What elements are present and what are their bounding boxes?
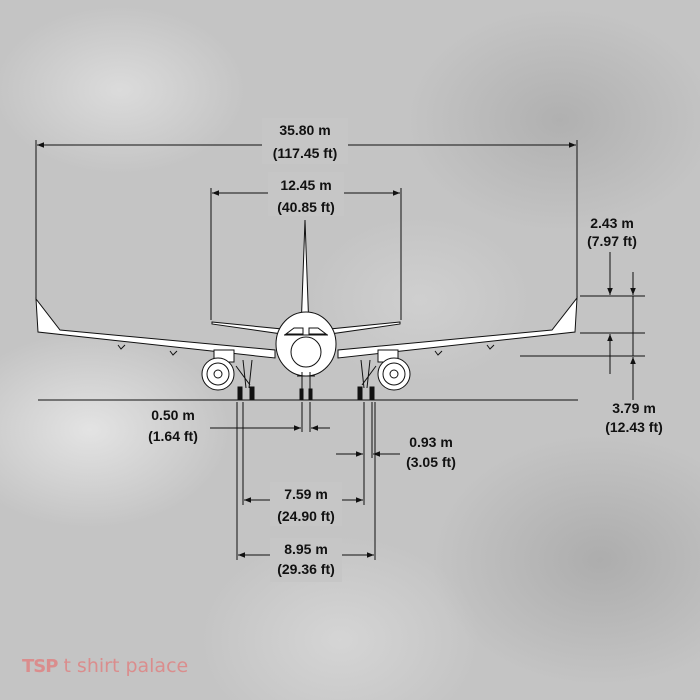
main-gear-wheel-track-imperial-label: (3.05 ft) [406,454,456,470]
main-gear-track-inner-imperial-label: (24.90 ft) [277,508,335,524]
watermark-logo: TSP [22,655,58,677]
wingspan-metric-label: 35.80 m [279,122,330,138]
wing-tip-height-metric-label: 3.79 m [612,400,656,416]
main-gear-track-outer-metric-label: 8.95 m [284,541,328,557]
wing-tip-height-imperial-label: (12.43 ft) [605,419,663,435]
aircraft-drawing [35,219,578,401]
winglet-height-imperial-label: (7.97 ft) [587,233,637,249]
winglet-height-metric-label: 2.43 m [590,215,634,231]
watermark-text: t shirt palace [63,655,189,677]
main-gear-track-outer-imperial-label: (29.36 ft) [277,561,335,577]
watermark: TSP t shirt palace [22,653,188,679]
nose-gear-track-metric-label: 0.50 m [151,407,195,423]
main-gear-wheel-track-metric-label: 0.93 m [409,434,453,450]
wingspan-imperial-label: (117.45 ft) [273,145,338,161]
tailplane-span-imperial-label: (40.85 ft) [277,199,335,215]
nose-gear-track-imperial-label: (1.64 ft) [148,428,198,444]
tailplane-span-metric-label: 12.45 m [280,177,331,193]
main-gear-track-inner-metric-label: 7.59 m [284,486,328,502]
